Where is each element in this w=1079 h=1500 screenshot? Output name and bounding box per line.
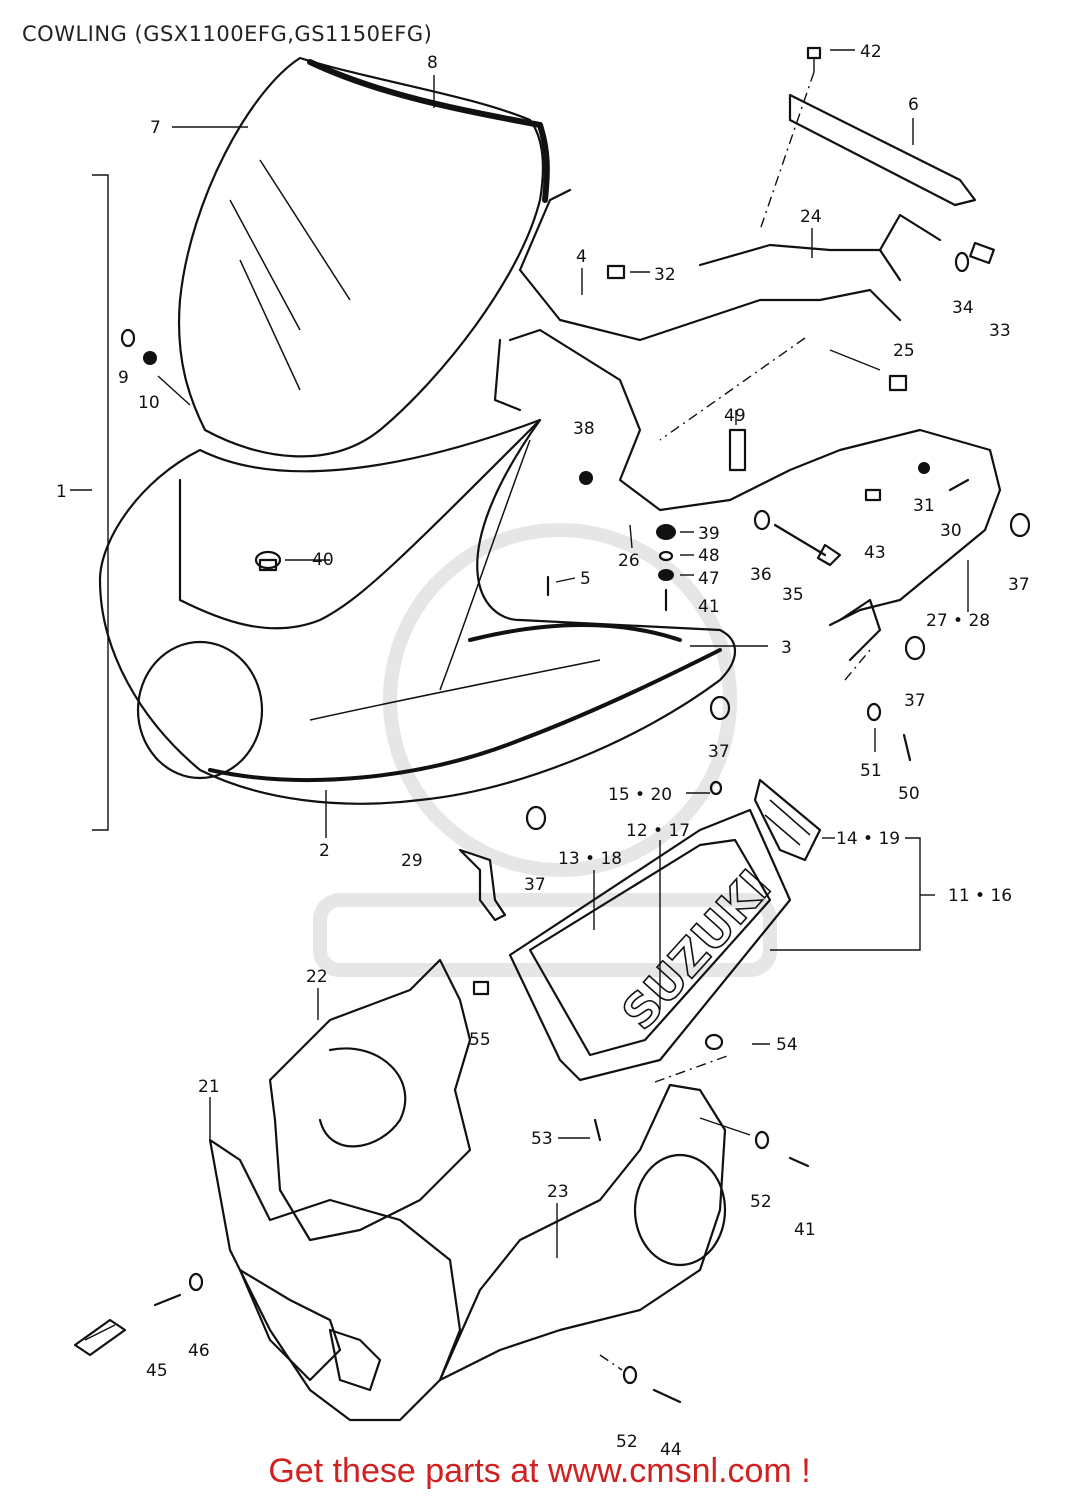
- label-38: 38: [573, 419, 595, 439]
- label-37d: 37: [524, 875, 546, 895]
- label-37b: 37: [904, 691, 926, 711]
- label-53: 53: [531, 1129, 553, 1149]
- label-50: 50: [898, 784, 920, 804]
- upper-cowling-part-2[interactable]: [98, 418, 736, 805]
- label-24: 24: [800, 207, 822, 227]
- label-21: 21: [198, 1077, 220, 1097]
- collar-part-49[interactable]: [728, 428, 747, 472]
- suzuki-emblem: SUZUKI: [611, 859, 781, 1039]
- label-48: 48: [698, 546, 720, 566]
- label-45: 45: [146, 1361, 168, 1381]
- label-4: 4: [576, 247, 587, 267]
- label-25: 25: [893, 341, 915, 361]
- diagram-title: COWLING (GSX1100EFG,GS1150EFG): [22, 22, 433, 46]
- label-6: 6: [908, 95, 919, 115]
- label-41a: 41: [698, 597, 720, 617]
- label-41b: 41: [794, 1220, 816, 1240]
- label-1: 1: [56, 482, 67, 502]
- label-39: 39: [698, 524, 720, 544]
- label-52b: 52: [616, 1432, 638, 1452]
- part-labels: 1 2 3 4 5 6 7 8 9 10 11 • 16 12 • 17 13 …: [56, 42, 1030, 1460]
- label-23: 23: [547, 1182, 569, 1202]
- windscreen-part-7[interactable]: [177, 56, 545, 458]
- label-5: 5: [580, 569, 591, 589]
- label-3: 3: [781, 638, 792, 658]
- label-9: 9: [118, 368, 129, 388]
- label-14-19: 14 • 19: [836, 829, 900, 849]
- label-35: 35: [782, 585, 804, 605]
- label-44: 44: [660, 1440, 682, 1460]
- stay-part-26[interactable]: [493, 328, 882, 512]
- label-15-20: 15 • 20: [608, 785, 672, 805]
- headlight-opening: [136, 640, 264, 780]
- label-12-17: 12 • 17: [626, 821, 690, 841]
- label-51: 51: [860, 761, 882, 781]
- label-7: 7: [150, 118, 161, 138]
- label-43: 43: [864, 543, 886, 563]
- label-26: 26: [618, 551, 640, 571]
- watermark: [313, 523, 777, 977]
- grommet-part-40[interactable]: [254, 550, 282, 572]
- label-49: 49: [724, 406, 746, 426]
- label-13-18: 13 • 18: [558, 849, 622, 869]
- label-22: 22: [306, 967, 328, 987]
- bracket-part-29[interactable]: [458, 848, 507, 922]
- label-33: 33: [989, 321, 1011, 341]
- label-8: 8: [427, 53, 438, 73]
- label-46: 46: [188, 1341, 210, 1361]
- label-34: 34: [952, 298, 974, 318]
- label-10: 10: [138, 393, 160, 413]
- label-11-16: 11 • 16: [948, 886, 1012, 906]
- label-47: 47: [698, 569, 720, 589]
- label-27-28: 27 • 28: [926, 611, 990, 631]
- label-52a: 52: [750, 1192, 772, 1212]
- trim-part-3[interactable]: [468, 623, 682, 642]
- bolt-part-35[interactable]: [773, 523, 842, 567]
- label-30: 30: [940, 521, 962, 541]
- hardware: [120, 46, 1031, 1404]
- label-54: 54: [776, 1035, 798, 1055]
- label-2: 2: [319, 841, 330, 861]
- stay-part-27-28[interactable]: [828, 428, 1002, 662]
- windscreen-trim-part-8[interactable]: [307, 59, 550, 203]
- label-37c: 37: [708, 742, 730, 762]
- label-31: 31: [913, 496, 935, 516]
- leader-lines: [70, 49, 969, 1371]
- lower-cowling-part-23[interactable]: [438, 1083, 727, 1382]
- inner-panel-part-22[interactable]: [268, 958, 472, 1242]
- front-direction-arrow: [73, 1318, 127, 1357]
- label-42: 42: [860, 42, 882, 62]
- label-29: 29: [401, 851, 423, 871]
- bracket-part-6[interactable]: [788, 93, 977, 207]
- label-40: 40: [312, 550, 334, 570]
- label-55: 55: [469, 1030, 491, 1050]
- cowling-brace-part-24[interactable]: [518, 188, 942, 342]
- label-32: 32: [654, 265, 676, 285]
- grille-part-14-19[interactable]: [753, 778, 822, 862]
- label-37a: 37: [1008, 575, 1030, 595]
- label-36: 36: [750, 565, 772, 585]
- footer-link-text[interactable]: Get these parts at www.cmsnl.com !: [268, 1452, 811, 1490]
- lower-cowling-part-21[interactable]: [208, 1138, 462, 1422]
